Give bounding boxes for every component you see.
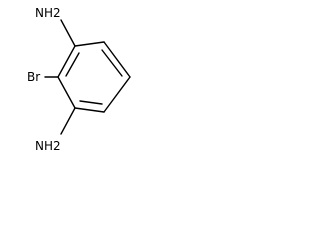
- bond-c5-nh2-bottom: [60, 107, 76, 135]
- nh2-top-label: NH2: [35, 6, 61, 20]
- nh2-bottom-label: NH2: [35, 139, 61, 153]
- ring-bond-c2-c3: [103, 41, 131, 78]
- ring-double-bond-inner-bottom: [79, 100, 103, 105]
- ring-bond-c1-c2: [74, 41, 105, 47]
- ring-bond-c4-c5: [74, 107, 105, 113]
- ring-bond-c6-c1: [57, 45, 76, 78]
- ring-double-bond-inner-top: [101, 49, 123, 77]
- bond-c1-nh2-top: [60, 19, 76, 47]
- ring-double-bond-inner-left: [65, 52, 80, 77]
- molecule-diagram: NH2 Br NH2: [27, 6, 131, 153]
- ring-bond-c5-c6: [57, 76, 76, 109]
- bromine-label: Br: [27, 70, 40, 84]
- ring-bond-c3-c4: [103, 76, 131, 113]
